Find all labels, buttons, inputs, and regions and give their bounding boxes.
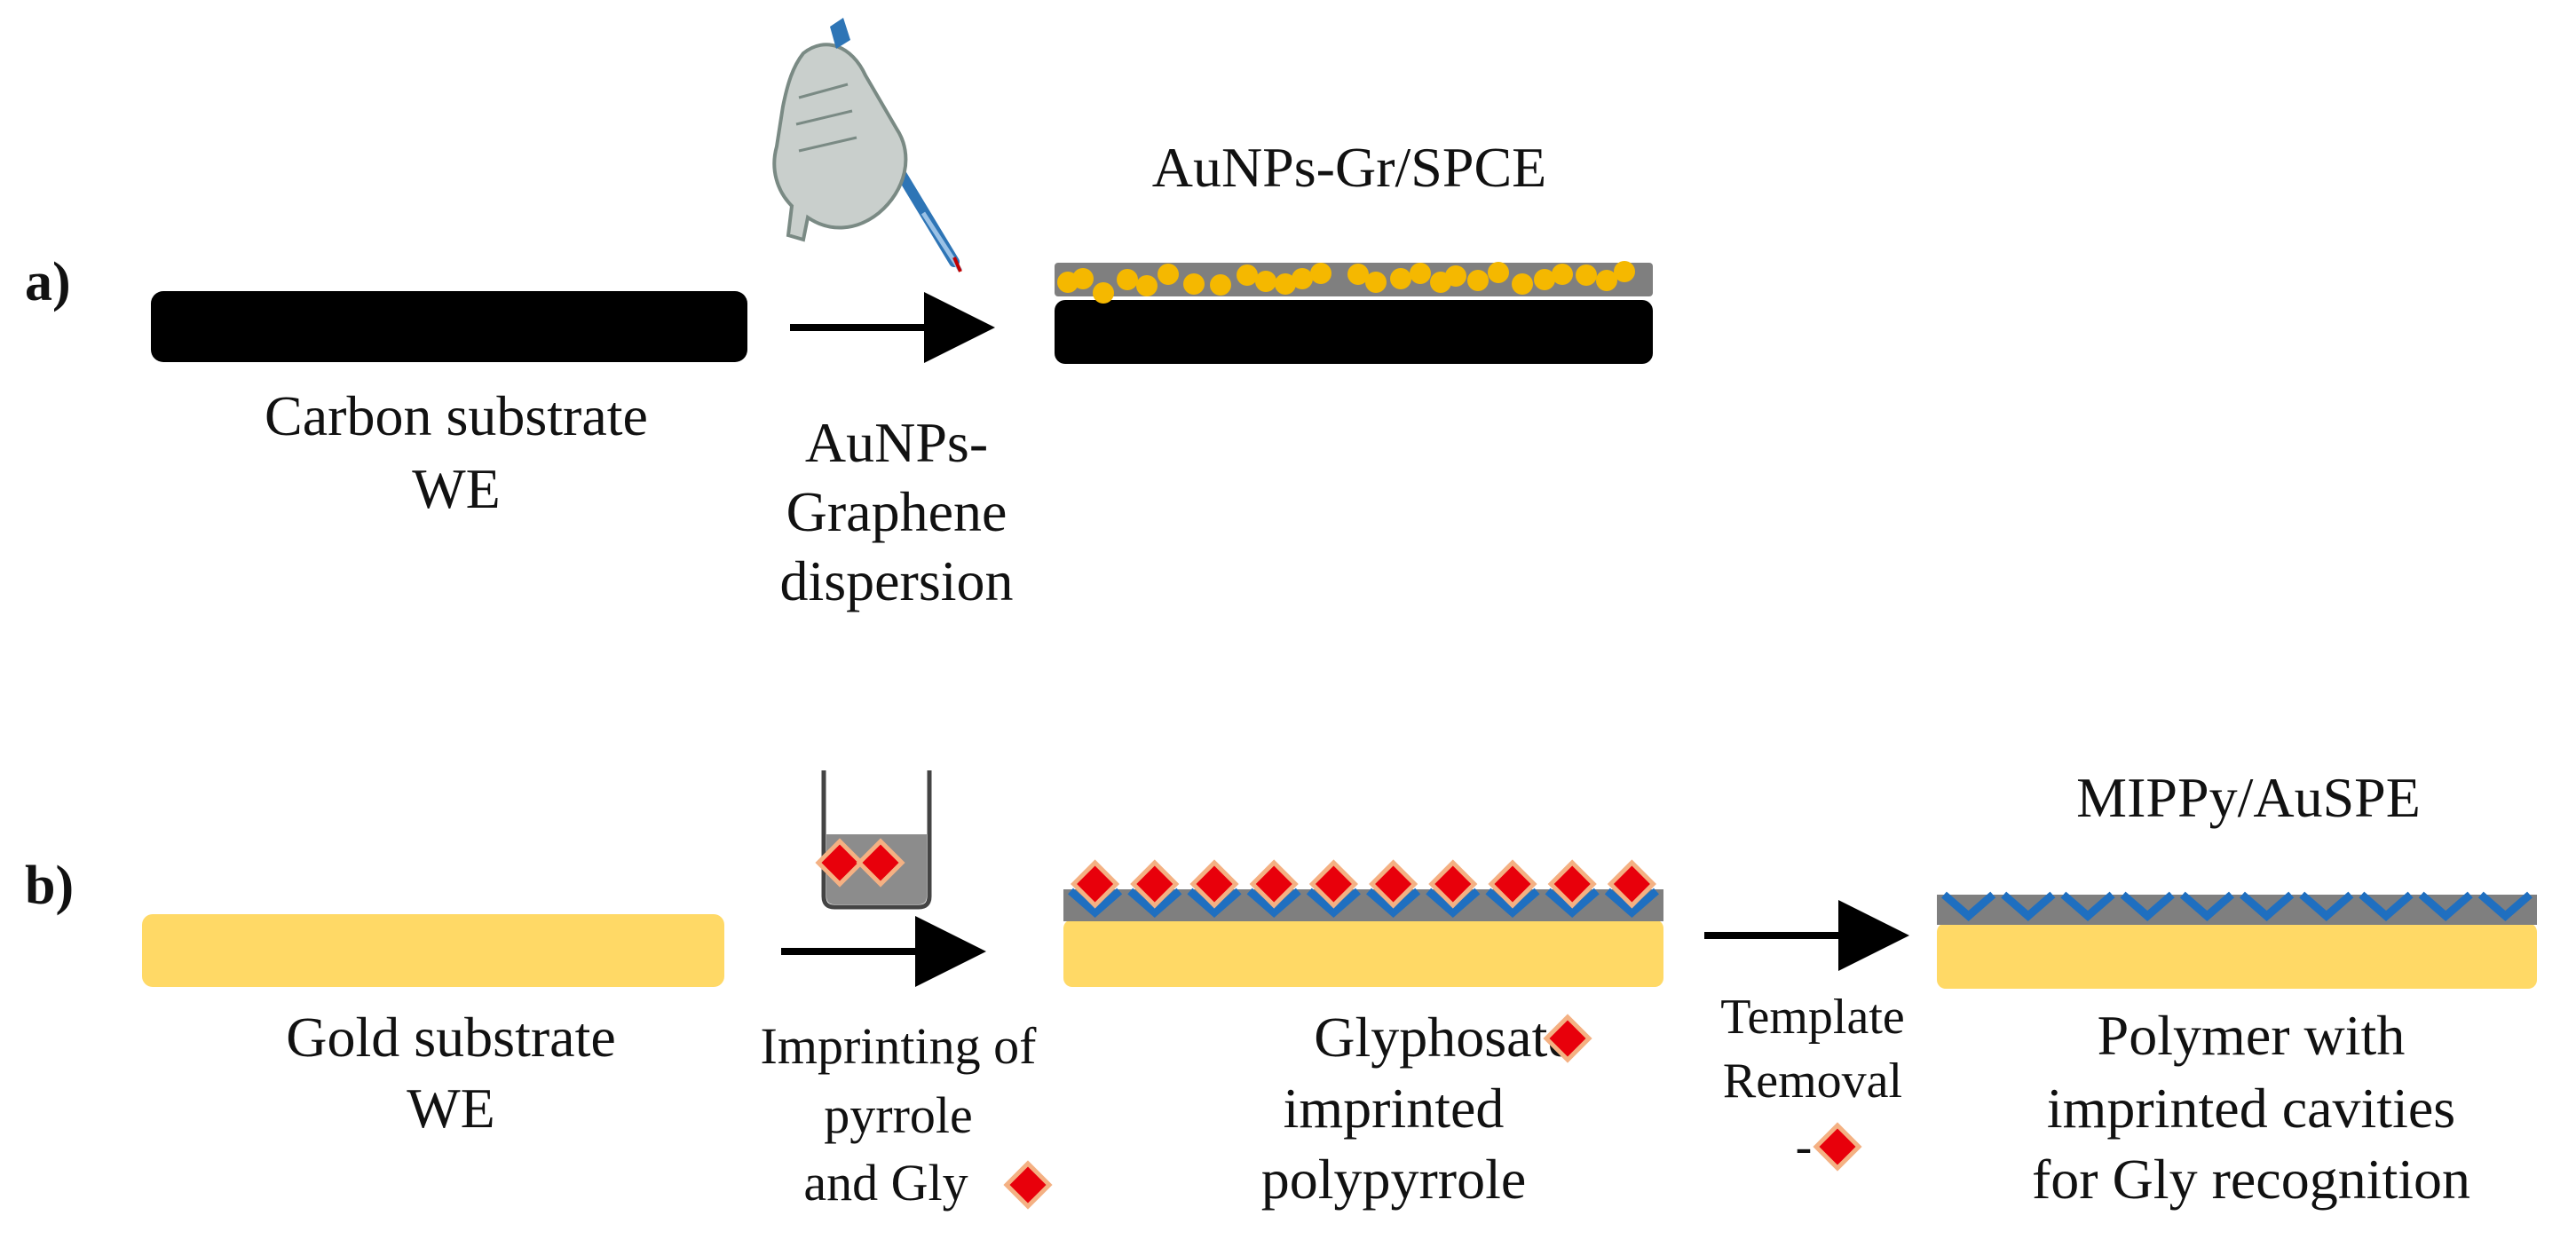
imprinted-cavities-with-template xyxy=(1068,863,1659,918)
step-b2-line2: Removal xyxy=(1723,1054,1902,1109)
gold-nanoparticle xyxy=(1255,271,1276,292)
gold-substrate-label-line2: WE xyxy=(407,1077,495,1140)
product-b-line3: for Gly recognition xyxy=(2032,1148,2470,1211)
intermediate-line1: Glyphosate xyxy=(1314,1006,1573,1069)
gold-nanoparticle xyxy=(1467,270,1489,291)
panel-a: a) Carbon substrate WE AuNPs- Graphene d… xyxy=(25,18,1653,612)
carbon-substrate-label-line2: WE xyxy=(412,457,501,520)
gold-substrate-label-line1: Gold substrate xyxy=(286,1006,616,1069)
panel-b-label: b) xyxy=(25,856,74,916)
gold-nanoparticle xyxy=(1183,273,1205,295)
gold-nanoparticle xyxy=(1576,264,1597,286)
gold-nanoparticle xyxy=(1390,268,1411,289)
step-b2-line1: Template xyxy=(1720,990,1905,1045)
step-a-line3: dispersion xyxy=(779,549,1013,612)
gold-nanoparticle xyxy=(1275,273,1296,295)
step-b2-line3: - xyxy=(1796,1119,1813,1174)
product-b-line1: Polymer with xyxy=(2098,1004,2406,1067)
step-a-line2: Graphene xyxy=(786,480,1007,543)
gold-nanoparticle xyxy=(1445,265,1466,287)
panel-b: b) Gold substrate WE Imprinting of pyrro… xyxy=(25,766,2537,1212)
gold-nanoparticle xyxy=(1596,270,1617,291)
intermediate-line3: polypyrrole xyxy=(1261,1148,1527,1211)
gold-nanoparticles xyxy=(1057,261,1635,304)
beaker-icon xyxy=(818,770,932,910)
carbon-substrate xyxy=(151,291,747,362)
step-b1-line1: Imprinting of xyxy=(761,1017,1038,1075)
gold-nanoparticle xyxy=(1210,274,1231,296)
gold-nanoparticle xyxy=(1093,282,1114,304)
carbon-substrate-label-line1: Carbon substrate xyxy=(265,384,648,447)
step-b1-line2: pyrrole xyxy=(824,1086,973,1144)
product-b-label: MIPPy/AuSPE xyxy=(2076,766,2421,829)
gold-nanoparticle xyxy=(1410,263,1431,284)
gold-electrode-product xyxy=(1937,923,2537,989)
gold-nanoparticle xyxy=(1158,264,1179,285)
panel-a-label: a) xyxy=(25,252,71,312)
gold-nanoparticle xyxy=(1488,262,1509,283)
gold-nanoparticle xyxy=(1614,261,1635,282)
gold-nanoparticle xyxy=(1072,268,1094,289)
red-diamond-icon xyxy=(1007,1164,1049,1206)
gold-electrode-intermediate xyxy=(1063,920,1663,987)
gold-nanoparticle xyxy=(1347,264,1369,285)
red-diamond-icon xyxy=(1816,1125,1859,1168)
gold-nanoparticle xyxy=(1552,264,1573,285)
gold-nanoparticle xyxy=(1310,263,1331,284)
gold-nanoparticle xyxy=(1512,273,1533,295)
step-a-line1: AuNPs- xyxy=(805,411,988,474)
gold-nanoparticle xyxy=(1237,264,1258,286)
gloved-hand-pipette-icon xyxy=(772,18,963,272)
product-a-label: AuNPs-Gr/SPCE xyxy=(1152,136,1547,199)
intermediate-line2: imprinted xyxy=(1284,1077,1505,1140)
empty-imprinted-cavities xyxy=(1941,891,2533,921)
gold-substrate xyxy=(142,914,724,987)
gold-nanoparticle xyxy=(1117,269,1138,290)
gold-nanoparticle xyxy=(1292,268,1313,289)
carbon-electrode xyxy=(1055,300,1653,364)
step-b1-line3: and Gly xyxy=(803,1154,968,1212)
gold-nanoparticle xyxy=(1136,275,1158,296)
gold-nanoparticle xyxy=(1534,269,1555,290)
gold-nanoparticle xyxy=(1365,272,1387,293)
product-b-line2: imprinted cavities xyxy=(2047,1077,2455,1140)
